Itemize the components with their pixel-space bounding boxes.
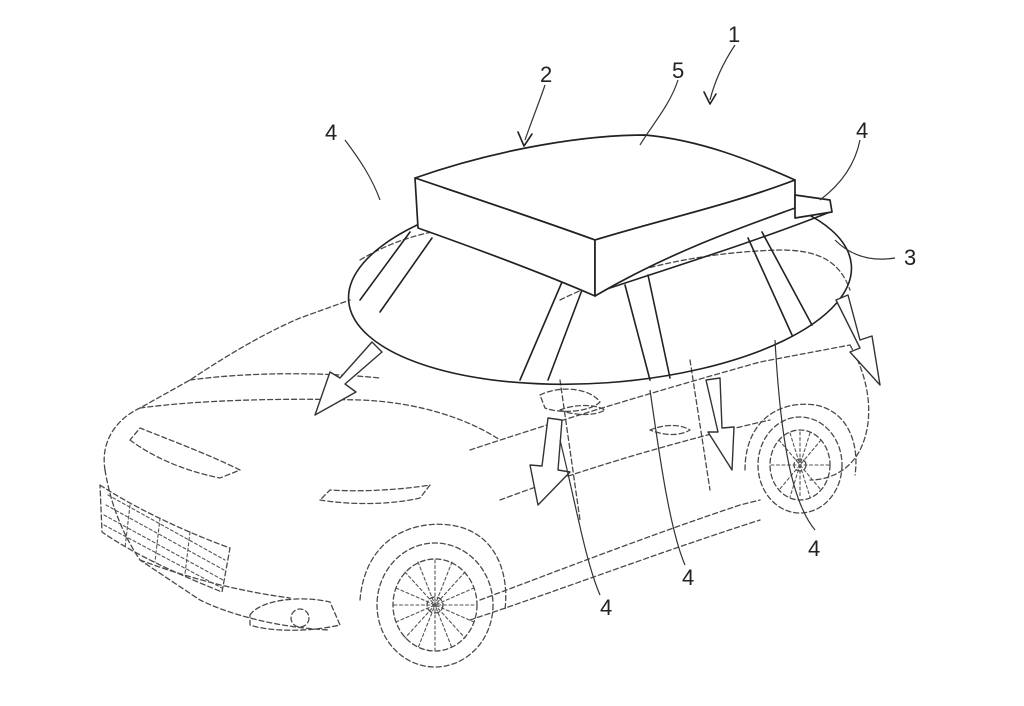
leader-4-top-right <box>820 140 860 200</box>
leader-4-top-left <box>345 140 380 200</box>
front-wheel-spokes <box>394 560 476 650</box>
front-wheel <box>360 524 506 667</box>
ref-4-bottom-a: 4 <box>600 595 612 620</box>
rear-end <box>810 345 869 480</box>
a-pillar-band-right <box>520 282 582 380</box>
belt-line <box>470 345 850 450</box>
leader-5 <box>640 80 678 145</box>
car-front-outline <box>104 300 350 470</box>
headlight-right <box>320 485 430 504</box>
roof-box <box>415 135 832 296</box>
ref-2-roof-box: 2 <box>540 62 552 87</box>
ref-4-bottom-b: 4 <box>682 565 694 590</box>
ref-5-box-top: 5 <box>672 58 684 83</box>
arrow-a-pillar <box>530 418 570 505</box>
ref-4-bottom-c: 4 <box>808 536 820 561</box>
ref-4-top-left: 4 <box>325 120 337 145</box>
side-mirror <box>540 389 600 411</box>
rear-wheel <box>745 404 856 513</box>
ref-1-vehicle: 1 <box>728 22 740 47</box>
front-fascia <box>105 470 330 630</box>
arrow-rear <box>836 295 880 385</box>
side-sill-lower <box>470 520 760 620</box>
b-pillar-band <box>625 275 670 380</box>
leader-4-bottom-b <box>650 390 685 565</box>
leader-3 <box>835 240 895 259</box>
reference-numerals: 1 2 5 4 4 3 4 4 4 <box>325 22 916 620</box>
side-sill <box>480 500 760 600</box>
grille-mesh <box>104 495 225 588</box>
arrow-b-pillar <box>706 378 734 470</box>
leader-lines <box>345 45 895 595</box>
fog-light-lamp <box>291 609 309 627</box>
bumper-lower <box>140 560 290 598</box>
rear-wheel-spokes <box>771 432 829 498</box>
roof-plate <box>795 195 832 218</box>
a-pillar-band-left <box>360 232 432 312</box>
ref-3-plate: 3 <box>904 245 916 270</box>
airflow-arrows <box>315 295 880 505</box>
c-pillar-band <box>748 232 812 335</box>
car-body <box>100 227 869 630</box>
headlight-left <box>130 428 240 478</box>
leader-2 <box>525 85 545 140</box>
arrow-front <box>315 342 382 415</box>
ref-4-top-right: 4 <box>856 118 868 143</box>
leader-1 <box>710 45 735 100</box>
